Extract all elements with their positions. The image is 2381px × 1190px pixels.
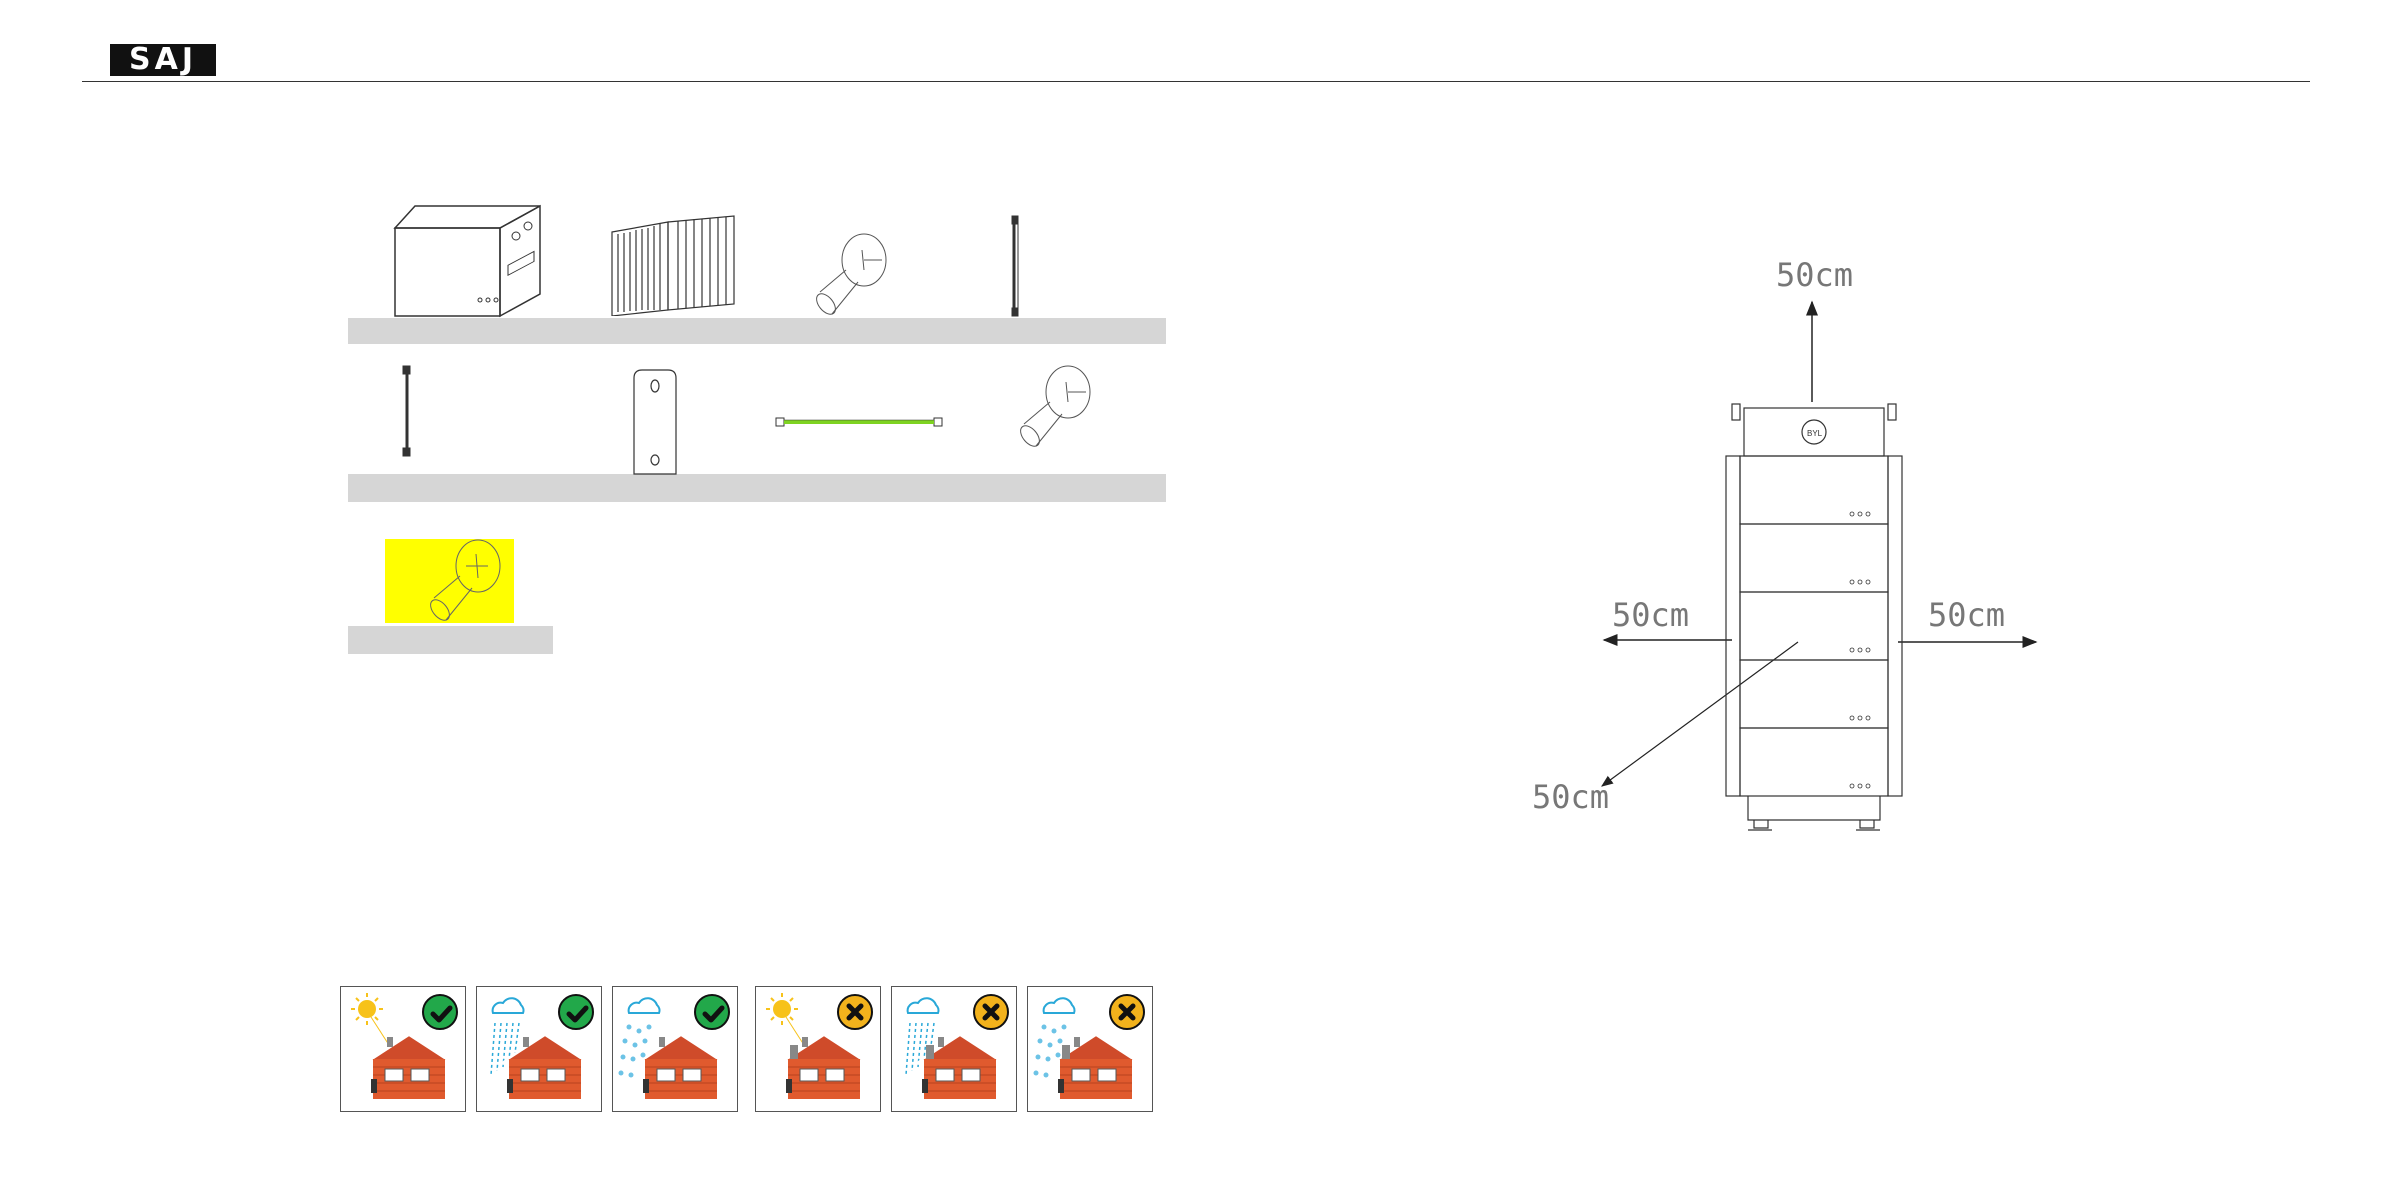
environment-tile-sun-ok [340, 986, 466, 1112]
accessory-shelf-1 [348, 318, 1166, 344]
clearance-left-label: 50cm [1612, 596, 1689, 634]
battery-stack: BYL [1726, 404, 1902, 830]
environment-tile-snow-ok [612, 986, 738, 1112]
clearance-top-label: 50cm [1776, 256, 1853, 294]
accessory-shelf-2 [348, 474, 1166, 502]
environment-tile-rain-ok [476, 986, 602, 1112]
power-cable-icon [774, 414, 944, 430]
connecting-bar-icon [1006, 214, 1026, 318]
environment-tile-sun-not-ok [755, 986, 881, 1112]
environment-tile-snow-not-ok [1027, 986, 1153, 1112]
accessory-shelf-3 [348, 626, 553, 654]
clearance-diagram: 50cm 50cm 50cm 50cm BYL [1500, 240, 2060, 860]
expansion-bolt-icon [1016, 362, 1096, 452]
header-divider [82, 81, 2310, 82]
environment-tile-rain-not-ok [891, 986, 1017, 1112]
battery-module-icon [390, 198, 550, 318]
clearance-front-label: 50cm [1532, 778, 1609, 816]
clearance-right-label: 50cm [1928, 596, 2005, 634]
expansion-bolt-icon [812, 230, 892, 320]
base-bracket-icon [608, 212, 738, 316]
svg-text:BYL: BYL [1807, 429, 1823, 438]
saj-logo: SAJ [110, 44, 216, 76]
screw-icon [426, 536, 506, 626]
side-bracket-icon [398, 364, 418, 458]
wall-plate-icon [630, 368, 680, 476]
